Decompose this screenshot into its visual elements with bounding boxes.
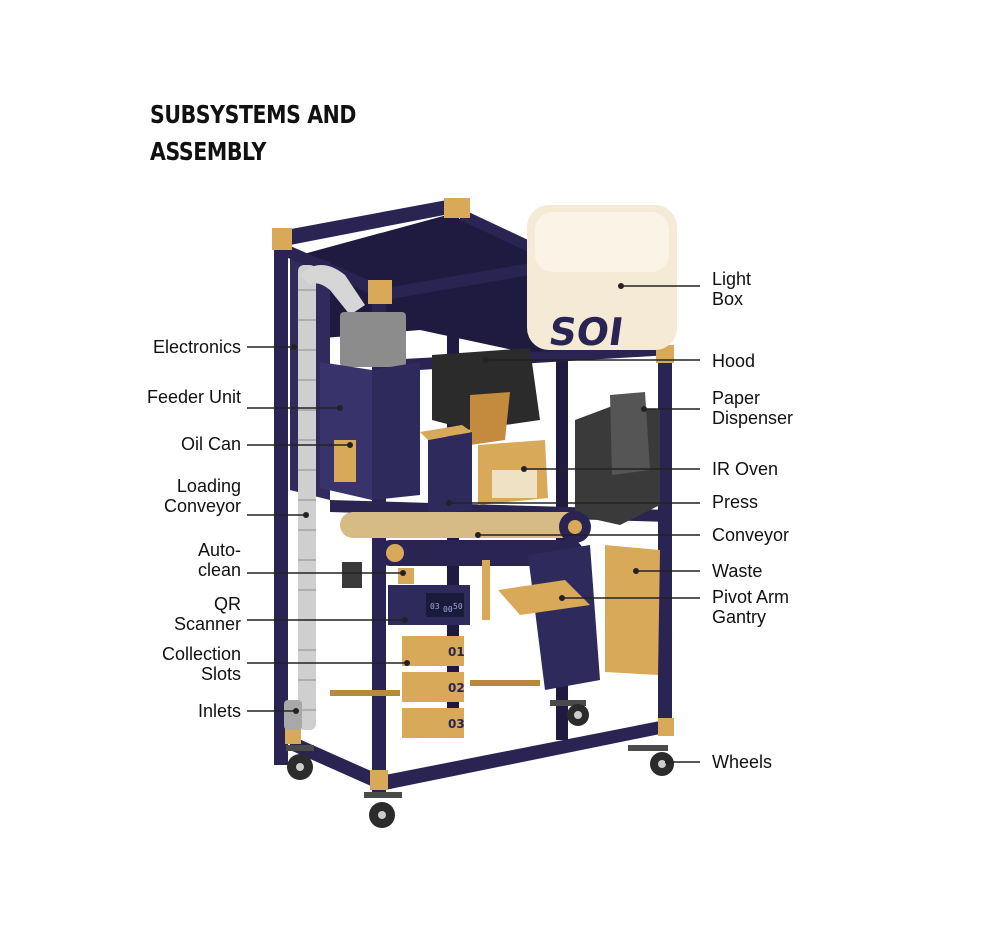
slot-number: 01	[448, 645, 465, 659]
wheel	[286, 745, 314, 780]
label-feeder-unit: Feeder Unit	[147, 387, 241, 407]
press-top	[420, 425, 472, 440]
waste-chute	[528, 545, 600, 690]
collection-slot-03	[402, 708, 464, 738]
slot-number: 02	[448, 681, 465, 695]
light-box-logo: SOI	[546, 311, 626, 355]
label-oil-can: Oil Can	[181, 434, 241, 454]
feeder-hopper	[340, 312, 406, 367]
label-inlets: Inlets	[198, 701, 241, 721]
loading-conveyor-elbow	[300, 265, 365, 315]
label-collection-slots-line2: Slots	[201, 664, 241, 684]
wheel	[628, 745, 674, 776]
waste-bin	[605, 545, 660, 675]
qr-scanner-display	[426, 593, 464, 617]
inlet-valve	[284, 700, 302, 730]
top-rail-front	[385, 258, 560, 300]
auto-clean-motor	[342, 562, 362, 588]
label-pivot-arm-gantry-line1: Pivot Arm	[712, 587, 789, 607]
frame-post-front-right	[658, 350, 672, 730]
label-auto-clean-line2: clean	[198, 560, 241, 580]
light-box-highlight	[535, 212, 669, 272]
oil-can-body	[334, 440, 356, 482]
loading-conveyor-tube	[298, 265, 316, 730]
qr-display-value: 50	[453, 602, 463, 611]
leader-lines	[247, 283, 700, 765]
qr-display-value: 03	[430, 602, 440, 611]
label-collection-slots-line1: Collection	[162, 644, 241, 664]
label-waste: Waste	[712, 561, 762, 581]
hood-body	[432, 348, 540, 430]
label-press: Press	[712, 492, 758, 512]
feeder-unit-side	[320, 362, 372, 500]
ir-oven-window	[492, 470, 537, 498]
slot-number: 03	[448, 717, 465, 731]
label-wheels: Wheels	[712, 752, 772, 772]
hood-duct	[470, 392, 510, 445]
feeder-unit-front	[372, 362, 420, 500]
pivot-arm-tray	[498, 580, 590, 615]
collection-slot-02	[402, 672, 464, 702]
machine-illustration: 03 00 50 01 02 03	[272, 198, 677, 828]
label-conveyor: Conveyor	[712, 525, 789, 545]
corner-joint	[285, 728, 301, 744]
label-hood: Hood	[712, 351, 755, 371]
label-light-box-line1: Light	[712, 269, 751, 289]
labels-left: Electronics Feeder Unit Oil Can Loading …	[147, 337, 241, 721]
page-title: SUBSYSTEMS AND ASSEMBLY	[150, 96, 412, 170]
label-ir-oven: IR Oven	[712, 459, 778, 479]
corner-joint	[272, 228, 292, 250]
corner-joint	[368, 280, 392, 304]
corner-joint	[656, 345, 674, 363]
label-pivot-arm-gantry-line2: Gantry	[712, 607, 766, 627]
label-light-box-line2: Box	[712, 289, 743, 309]
loading-conveyor-ribs	[298, 289, 316, 711]
label-loading-conveyor-line2: Conveyor	[164, 496, 241, 516]
collection-slot-01	[402, 636, 464, 666]
pivot-arm-post	[482, 560, 490, 620]
label-qr-scanner-line2: Scanner	[174, 614, 241, 634]
bottom-rail-front	[385, 720, 670, 790]
top-rail-back	[275, 200, 470, 245]
corner-joint	[370, 770, 388, 790]
conveyor-roller-hub	[386, 544, 404, 562]
corner-joint	[444, 198, 470, 218]
label-loading-conveyor-line1: Loading	[177, 476, 241, 496]
label-electronics: Electronics	[153, 337, 241, 357]
auto-clean-brush	[398, 568, 414, 584]
conveyor-roller-hub	[568, 520, 582, 534]
paper-dispenser-feeder	[610, 392, 650, 475]
wheel	[364, 792, 402, 828]
qr-display-value: 00	[443, 605, 453, 614]
title-line-1: SUBSYSTEMS AND	[150, 100, 356, 129]
labels-right: Light Box Hood Paper Dispenser IR Oven P…	[712, 269, 793, 772]
conveyor-belt	[340, 512, 580, 538]
label-qr-scanner-line1: QR	[214, 594, 241, 614]
slot-rail	[470, 680, 540, 686]
title-line-2: ASSEMBLY	[150, 137, 266, 166]
corner-joint	[658, 718, 674, 736]
frame-post-front-left	[274, 235, 288, 765]
press-block	[428, 432, 472, 515]
label-paper-dispenser-line1: Paper	[712, 388, 760, 408]
wheel	[550, 700, 589, 726]
label-auto-clean-line1: Auto-	[198, 540, 241, 560]
slot-rail	[330, 690, 400, 696]
label-paper-dispenser-line2: Dispenser	[712, 408, 793, 428]
